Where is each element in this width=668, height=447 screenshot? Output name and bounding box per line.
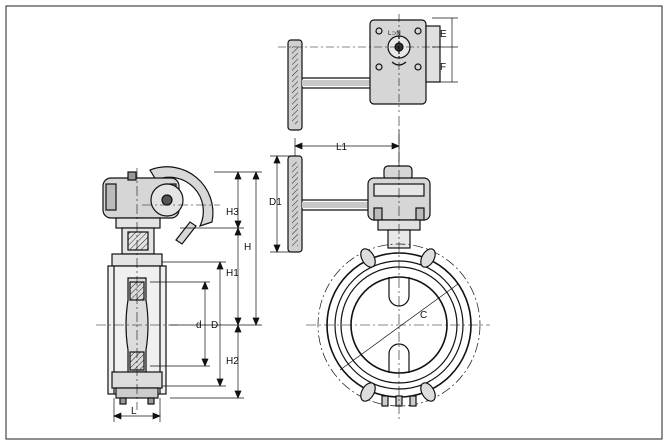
label-H3: H3 <box>226 207 239 218</box>
dim-E-F <box>432 17 458 83</box>
side-gearbox <box>102 171 184 219</box>
label-C: C <box>420 310 427 321</box>
dim-L <box>113 398 161 422</box>
handwheel-mark: L⊃N <box>388 31 401 37</box>
dim-D1 <box>270 155 290 253</box>
top-view <box>287 19 441 131</box>
dim-H <box>170 171 262 399</box>
label-F: F <box>440 62 446 73</box>
label-L: L <box>131 406 137 417</box>
drawing-frame <box>5 5 663 440</box>
label-H2: H2 <box>226 356 239 367</box>
side-lever <box>149 166 214 245</box>
side-neck <box>111 217 163 267</box>
dim-C <box>339 283 459 371</box>
label-L1: L1 <box>336 142 348 153</box>
label-d: d <box>196 320 202 331</box>
label-H: H <box>244 242 251 253</box>
front-handwheel <box>287 155 370 253</box>
label-H1: H1 <box>226 268 239 279</box>
label-E: E <box>440 29 447 40</box>
label-D: D <box>211 320 218 331</box>
dim-d-D <box>150 261 226 387</box>
label-D1: D1 <box>269 197 282 208</box>
